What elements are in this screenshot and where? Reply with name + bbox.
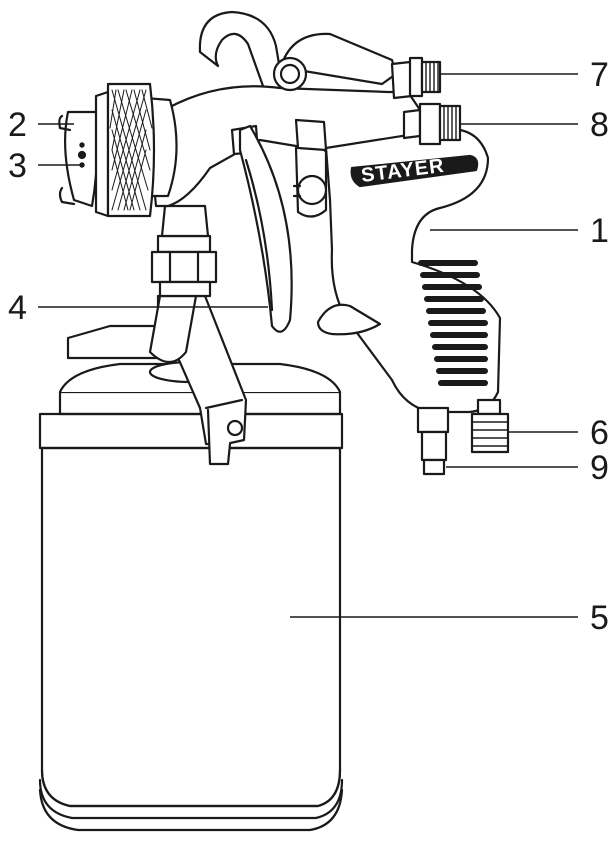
callout-2: 2 — [8, 106, 27, 144]
callout-4: 4 — [8, 289, 27, 327]
gun-handle — [324, 128, 502, 414]
callout-5: 5 — [590, 599, 609, 637]
paint-cup — [38, 360, 344, 832]
callout-3: 3 — [8, 147, 27, 185]
callout-6: 6 — [590, 414, 609, 452]
cup-bracket — [66, 294, 248, 466]
callout-9: 9 — [590, 449, 609, 487]
trigger — [238, 118, 382, 336]
callout-7: 7 — [590, 56, 609, 94]
air-cap — [58, 82, 156, 218]
air-valve — [416, 406, 450, 476]
knurl-pattern — [109, 89, 153, 211]
grip-ribs — [418, 260, 488, 386]
brand-badge — [350, 154, 479, 188]
fan-adjust-knob — [390, 56, 442, 100]
callout-1: 1 — [590, 212, 609, 250]
fluid-adjust-knob — [402, 102, 462, 146]
callout-8: 8 — [590, 106, 609, 144]
fluid-connector — [150, 204, 218, 298]
air-inlet — [470, 398, 510, 454]
leader-lines — [38, 73, 578, 618]
